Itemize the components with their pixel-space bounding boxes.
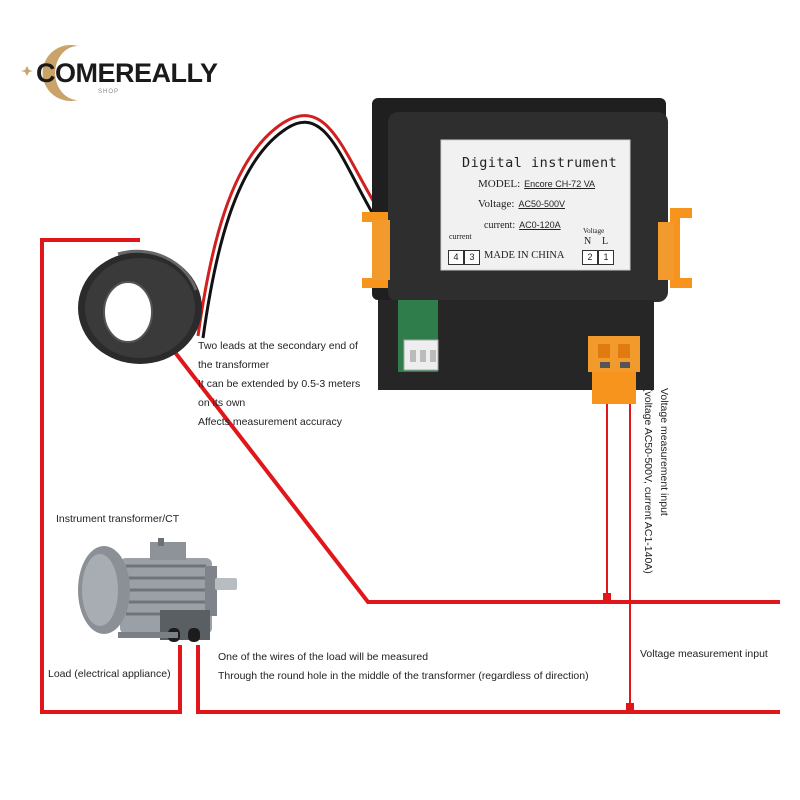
wire-bottom — [196, 645, 780, 714]
current-terminals-label: current — [449, 232, 472, 241]
terminal-n-label: N — [584, 236, 592, 247]
nameplate-voltage-row: Voltage:AC50-500V — [478, 198, 565, 210]
terminal-2: 2 — [582, 250, 598, 265]
junction-dots — [603, 593, 634, 712]
wire-annotation: One of the wires of the load will be mea… — [218, 648, 589, 686]
brand-logo-text: COMEREALLY — [36, 58, 218, 88]
leads-annotation: Two leads at the secondary end of the tr… — [198, 337, 360, 432]
leads-line-2: the transformer — [198, 359, 270, 371]
model-label: MODEL: — [478, 178, 521, 190]
red-wires — [40, 238, 780, 714]
model-value: Encore CH-72 VA — [524, 179, 596, 189]
wire-line-1: One of the wires of the load will be mea… — [218, 651, 429, 663]
ct-label: Instrument transformer/CT — [56, 513, 180, 525]
voltage-terminals-label: Voltage — [583, 227, 605, 235]
leads-line-3: It can be extended by 0.5-3 meters — [198, 378, 361, 390]
load-label: Load (electrical appliance) — [48, 668, 171, 680]
wire-line-2: Through the round hole in the middle of … — [218, 670, 589, 682]
leads-line-1: Two leads at the secondary end of — [198, 340, 358, 352]
current-value: AC0-120A — [519, 220, 561, 230]
voltage-wires — [606, 368, 631, 710]
nameplate-current-row: current:AC0-120A — [484, 220, 561, 231]
motor — [78, 538, 237, 642]
vertical-line-2: (voltage AC50-500V, current AC1-140A) — [642, 388, 654, 574]
wire-diagonal — [148, 318, 780, 604]
terminal-3: 3 — [464, 250, 480, 265]
voltage-label: Voltage: — [478, 198, 515, 210]
voltage-input-label: Voltage measurement input — [640, 648, 768, 660]
vertical-voltage-annotation: Voltage measurement input (voltage AC50-… — [640, 388, 672, 574]
terminal-4: 4 — [448, 250, 464, 265]
logo-crescent-icon — [21, 45, 78, 101]
vertical-line-1: Voltage measurement input — [658, 388, 670, 516]
nameplate-title: Digital instrument — [462, 155, 618, 171]
voltage-value: AC50-500V — [518, 199, 565, 209]
leads-line-4: on its own — [198, 397, 246, 409]
leads-line-5: Affects measurement accuracy — [198, 416, 342, 428]
nameplate-model-row: MODEL:Encore CH-72 VA — [478, 178, 595, 190]
brand-logo-subtext: SHOP — [98, 89, 120, 95]
current-label: current: — [484, 220, 516, 231]
current-transformer — [78, 249, 202, 364]
terminal-l-label: L — [602, 236, 609, 247]
wire-outer-loop — [40, 240, 182, 714]
terminal-1: 1 — [598, 250, 614, 265]
made-in-label: MADE IN CHINA — [484, 250, 565, 261]
